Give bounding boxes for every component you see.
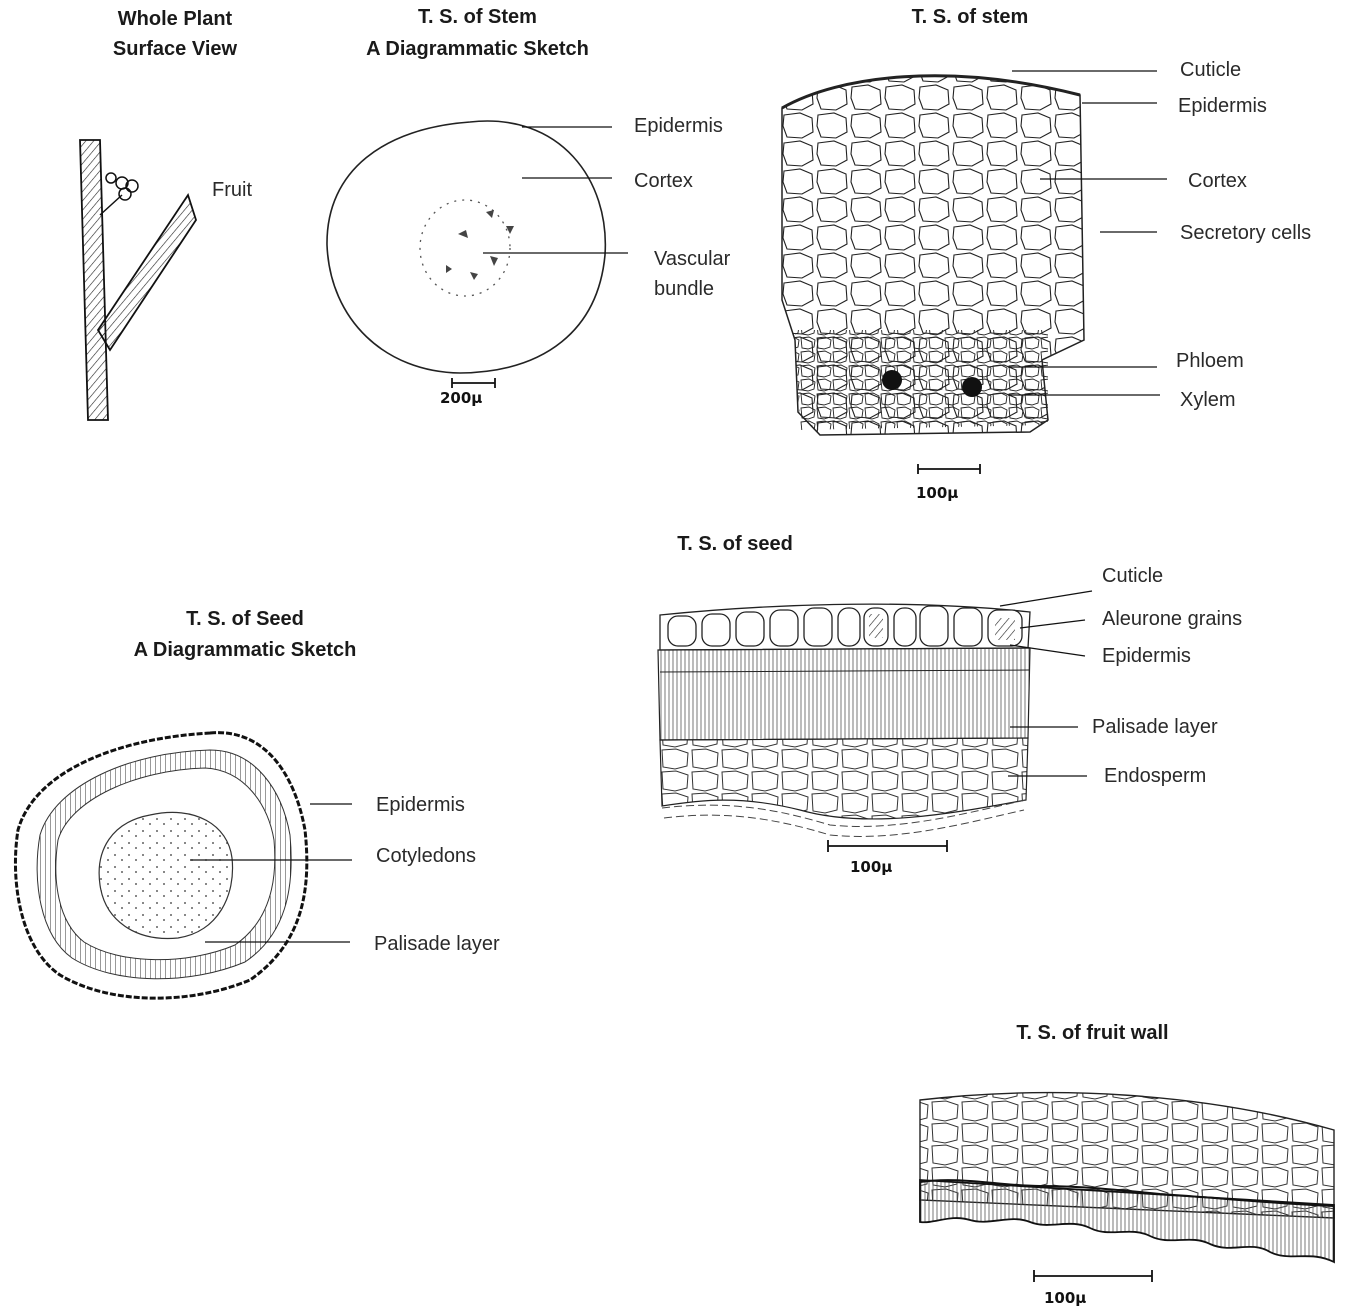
seed-detail-scale: 100µ xyxy=(850,858,892,876)
whole-plant-title-line1: Whole Plant xyxy=(90,8,260,31)
stem-sketch-scale: 200µ xyxy=(440,389,482,407)
whole-plant-drawing xyxy=(80,140,196,420)
seed-detail-label-cuticle: Cuticle xyxy=(1102,565,1163,588)
stem-sketch-label-epidermis: Epidermis xyxy=(634,115,723,138)
seed-detail-drawing xyxy=(658,591,1092,852)
whole-plant-title-line2: Surface View xyxy=(90,38,260,61)
seed-sketch-title-line1: T. S. of Seed xyxy=(110,608,380,631)
fruit-wall-title: T. S. of fruit wall xyxy=(985,1022,1200,1045)
stem-detail-label-cortex: Cortex xyxy=(1188,170,1247,193)
stem-sketch-title-line2: A Diagrammatic Sketch xyxy=(345,38,610,61)
seed-detail-label-palisade: Palisade layer xyxy=(1092,716,1218,739)
seed-sketch-label-cotyledons: Cotyledons xyxy=(376,845,476,868)
stem-detail-scale: 100µ xyxy=(916,484,958,502)
stem-sketch-title-line1: T. S. of Stem xyxy=(345,6,610,29)
seed-sketch-title-line2: A Diagrammatic Sketch xyxy=(110,639,380,662)
fruit-wall-drawing xyxy=(920,1093,1334,1282)
seed-detail-label-endosperm: Endosperm xyxy=(1104,765,1206,788)
stem-detail-label-phloem: Phloem xyxy=(1176,350,1244,373)
stem-sketch-label-cortex: Cortex xyxy=(634,170,693,193)
stem-sketch-label-vascular-line1: Vascular xyxy=(654,248,730,271)
fruit-wall-scale: 100µ xyxy=(1044,1289,1086,1307)
seed-sketch-label-palisade: Palisade layer xyxy=(374,933,500,956)
stem-detail-label-epidermis: Epidermis xyxy=(1178,95,1267,118)
seed-sketch-label-epidermis: Epidermis xyxy=(376,794,465,817)
seed-detail-label-epidermis: Epidermis xyxy=(1102,645,1191,668)
seed-detail-label-aleurone: Aleurone grains xyxy=(1102,608,1242,631)
stem-detail-title: T. S. of stem xyxy=(880,6,1060,29)
seed-sketch-drawing xyxy=(15,733,352,999)
stem-sketch-drawing xyxy=(327,121,628,388)
stem-detail-label-cuticle: Cuticle xyxy=(1180,59,1241,82)
seed-detail-title: T. S. of seed xyxy=(660,533,810,556)
stem-detail-label-xylem: Xylem xyxy=(1180,389,1236,412)
stem-detail-drawing xyxy=(782,71,1167,474)
stem-detail-label-secretory: Secretory cells xyxy=(1180,222,1311,245)
stem-sketch-label-vascular-line2: bundle xyxy=(654,278,714,301)
label-fruit: Fruit xyxy=(212,179,252,202)
